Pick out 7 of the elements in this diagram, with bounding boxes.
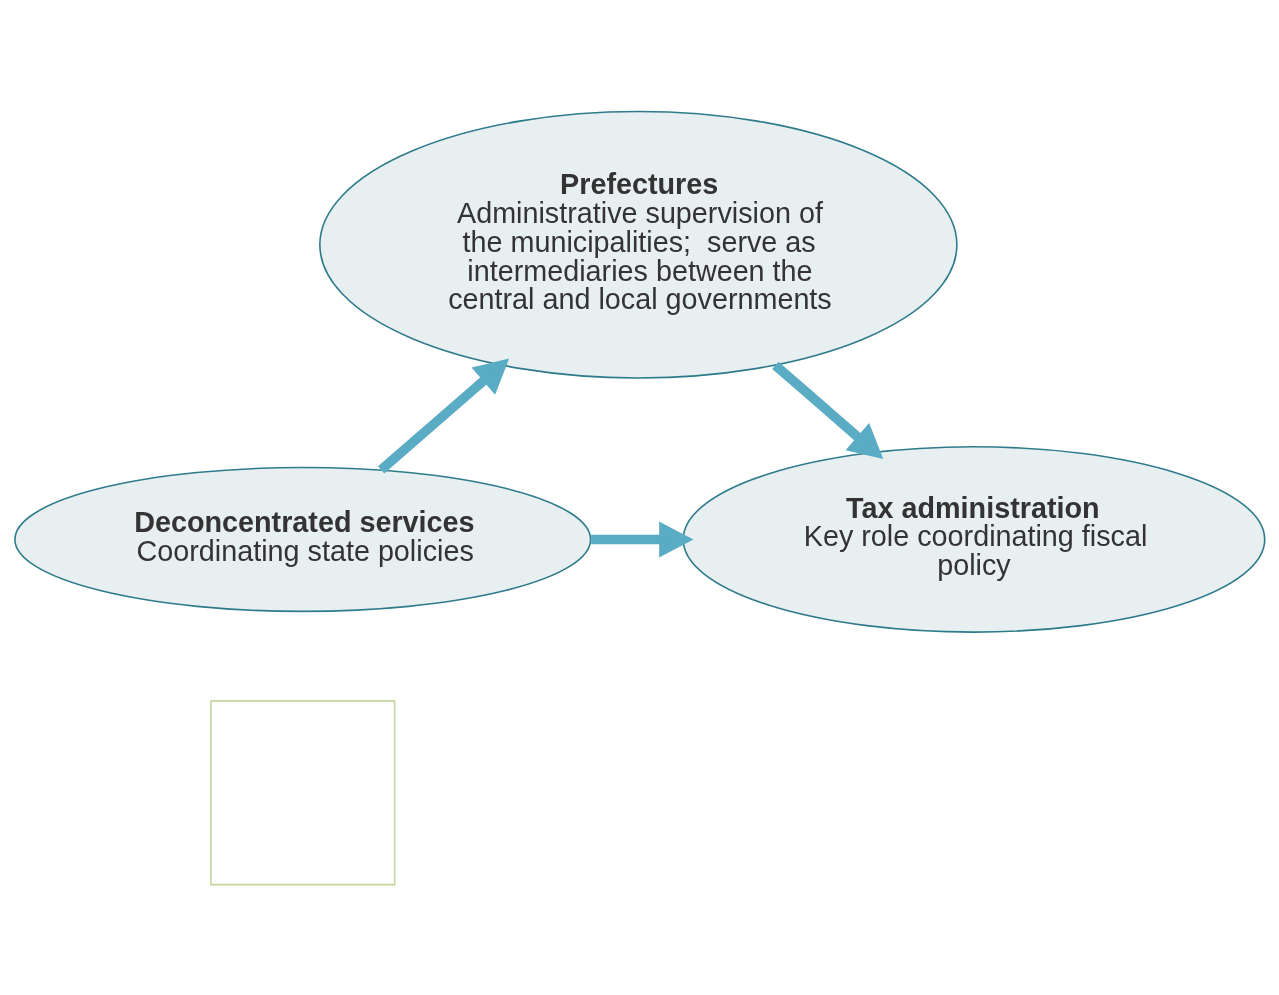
node-ellipse: Deconcentrated services Coordinating state policies — [14, 466, 592, 612]
arrow — [377, 358, 510, 473]
node-box — [210, 699, 396, 885]
arrow — [772, 361, 884, 459]
node-ellipse: Tax administration Key role coordinating fiscal policy — [682, 445, 1266, 633]
node-ellipse: Prefectures Administrative supervision of the municipalities; serve as intermediaries between the central and local governments — [319, 110, 958, 379]
arrow — [591, 520, 694, 557]
